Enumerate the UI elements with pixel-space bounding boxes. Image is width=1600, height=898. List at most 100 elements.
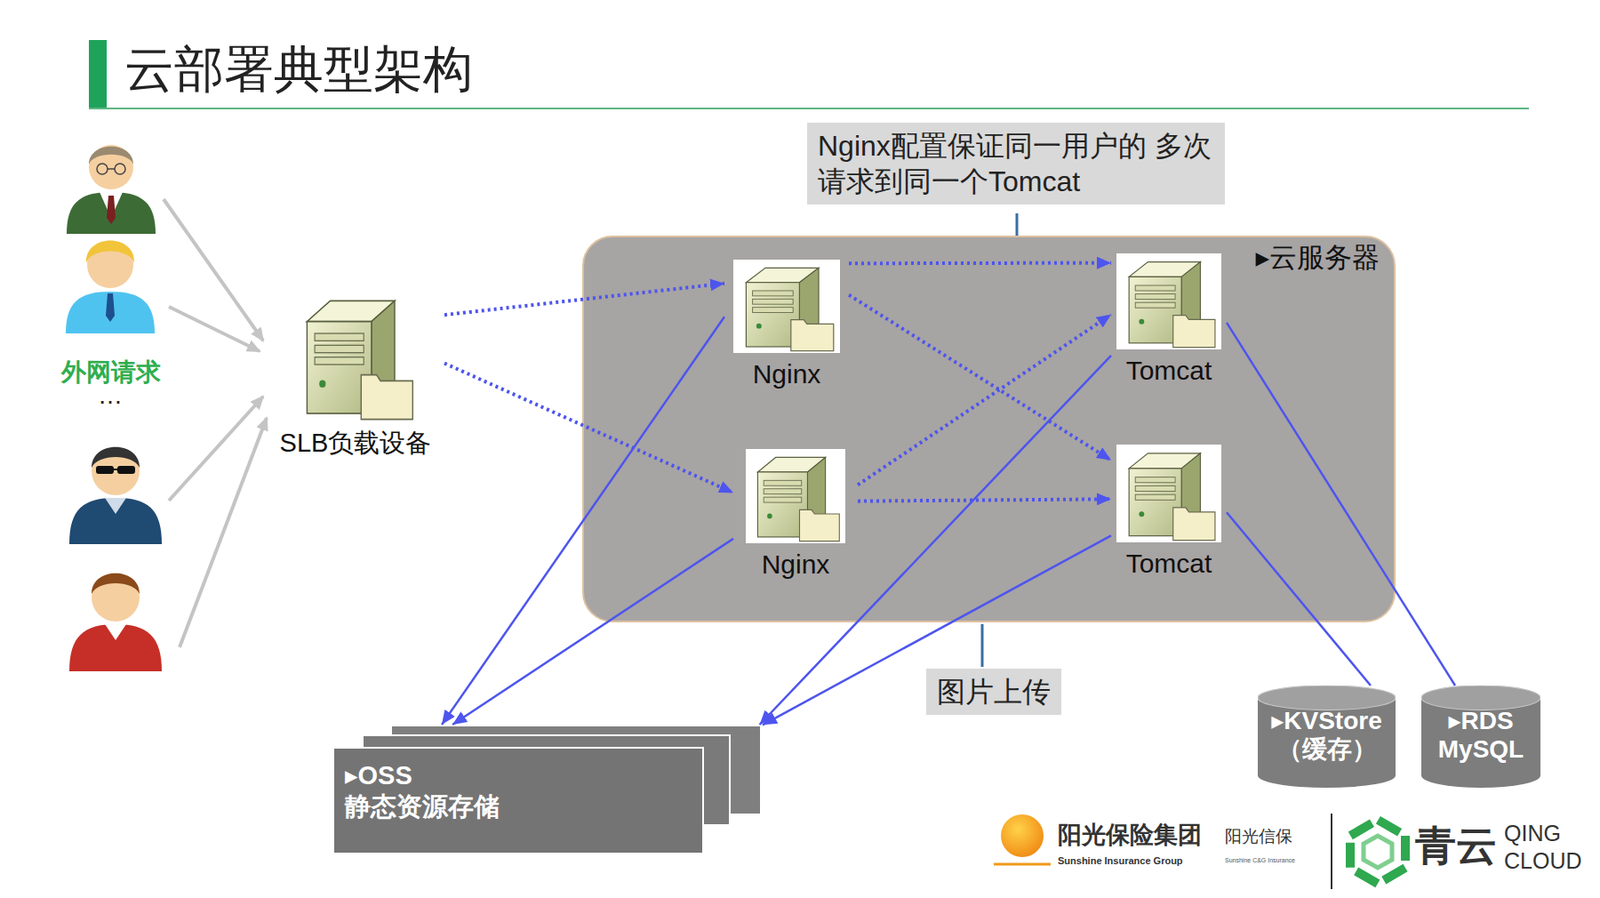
server-label: Tomcat	[1122, 354, 1216, 387]
logo-text: Sunshine Insurance Group	[1057, 855, 1184, 867]
solid-connector	[1226, 322, 1456, 686]
person-hair	[88, 146, 134, 165]
person-icon	[69, 573, 162, 672]
folder	[1173, 507, 1216, 541]
server-label: SLB负载设备	[276, 427, 436, 459]
folder	[360, 375, 413, 420]
storage-label: 静态资源存储	[344, 791, 500, 823]
folder	[1173, 315, 1216, 348]
database-label: ▸KVStore （缓存）	[1263, 706, 1391, 764]
person-hair	[86, 240, 135, 264]
database-text-wrap: ▸RDS MySQL	[1426, 706, 1536, 764]
drive-bay	[763, 480, 802, 486]
person-body	[65, 291, 155, 334]
logo-text: 阳光保险集团	[1057, 820, 1202, 849]
person-sunglasses	[96, 465, 114, 474]
leader-line	[981, 624, 984, 667]
cloud-node: ▸云服务器NginxTomcatNginxTomcat	[582, 235, 1396, 623]
solid-connector	[762, 535, 1112, 725]
sun-logo	[1000, 814, 1044, 857]
icon-ground	[1116, 444, 1222, 543]
title-rule	[88, 107, 1529, 110]
region-title-wrap: ▸云服务器	[1255, 240, 1380, 274]
qingcloud-logo	[1350, 819, 1406, 884]
person-hair	[91, 573, 140, 594]
server-icon	[1116, 444, 1222, 543]
drive-bay	[1135, 485, 1176, 491]
person-glasses	[107, 168, 115, 170]
logo-text: QING	[1504, 819, 1561, 847]
callout-node: Nginx配置保证同一用户的 多次请求到同一个Tomcat	[807, 122, 1225, 205]
request-arrow	[163, 199, 264, 341]
icon-ground	[1116, 253, 1222, 350]
callout-text: Nginx配置保证同一用户的 多次请求到同一个Tomcat	[817, 128, 1215, 200]
request-arrow	[168, 306, 260, 352]
label-wrap: 阳光保险集团	[1057, 820, 1202, 849]
server-node: Tomcat	[1111, 253, 1227, 387]
label-wrap: 青云	[1415, 821, 1497, 871]
sun-logo-base	[993, 863, 1051, 866]
person-sunglasses	[117, 465, 136, 474]
person-head	[91, 573, 140, 622]
drive-bay	[752, 290, 794, 296]
database-label: ▸RDS MySQL	[1426, 706, 1536, 764]
title-wrap: 云部署典型架构	[124, 39, 473, 99]
person-tie	[106, 195, 116, 224]
person-glasses	[114, 163, 126, 175]
folder	[791, 320, 834, 352]
dotted-connector	[444, 283, 725, 315]
cyl-node: ▸RDS MySQL	[1421, 685, 1541, 788]
server-label: Nginx	[758, 548, 834, 581]
folder	[799, 509, 840, 541]
qingcloud-logo	[1363, 835, 1392, 868]
label-wrap: Sunshine Insurance Group	[1057, 855, 1184, 867]
person-hair	[91, 447, 140, 468]
server-node: SLB负载设备	[266, 288, 445, 459]
drive-bay	[752, 307, 794, 313]
solid-connector	[452, 538, 734, 725]
person-body	[69, 497, 162, 544]
cylinder-body	[1421, 697, 1541, 788]
person-icon	[66, 144, 156, 234]
person-body	[69, 624, 162, 672]
icon-ground	[745, 448, 846, 544]
power-light	[319, 380, 326, 388]
diagram-title: 云部署典型架构	[124, 39, 473, 99]
cylinder-top	[1421, 685, 1541, 711]
storage-label: ▸OSS	[344, 760, 500, 792]
power-light	[1138, 319, 1144, 325]
label-wrap: 阳光信保	[1224, 826, 1293, 848]
database-text-wrap: ▸KVStore （缓存）	[1263, 706, 1391, 764]
cylinder-top	[1257, 685, 1396, 711]
person-glasses	[96, 163, 108, 175]
power-light	[1138, 511, 1144, 517]
server-icon	[745, 448, 846, 544]
dotted-connector	[857, 314, 1112, 486]
drive-bay	[763, 488, 802, 495]
label-wrap: QING	[1504, 819, 1561, 847]
logo-text: CLOUD	[1504, 847, 1583, 874]
dotted-connector	[848, 295, 1112, 461]
storage-text-wrap: ▸OSS静态资源存储	[344, 760, 500, 823]
solid-connector	[1226, 512, 1371, 686]
solid-connector	[760, 355, 1112, 725]
request-arrow	[179, 417, 267, 648]
icon-ground	[733, 259, 840, 353]
callout-node: 图片上传	[926, 668, 1062, 715]
drive-bay	[763, 496, 802, 503]
person-icon	[65, 240, 155, 335]
icon-ground	[291, 288, 421, 423]
dotted-connector	[444, 363, 734, 494]
power-light	[756, 323, 762, 329]
power-light	[767, 512, 773, 519]
cyl-node: ▸KVStore （缓存）	[1257, 685, 1396, 788]
solid-connector	[441, 316, 725, 725]
drive-bay	[1135, 285, 1176, 291]
server-node: Nginx	[724, 259, 849, 391]
logo-divider	[1330, 813, 1333, 889]
dotted-connector	[857, 498, 1112, 501]
person-body	[66, 192, 156, 234]
person-sunglasses	[113, 468, 118, 471]
callout-text: 图片上传	[936, 673, 1051, 710]
server-label: Tomcat	[1122, 547, 1216, 580]
